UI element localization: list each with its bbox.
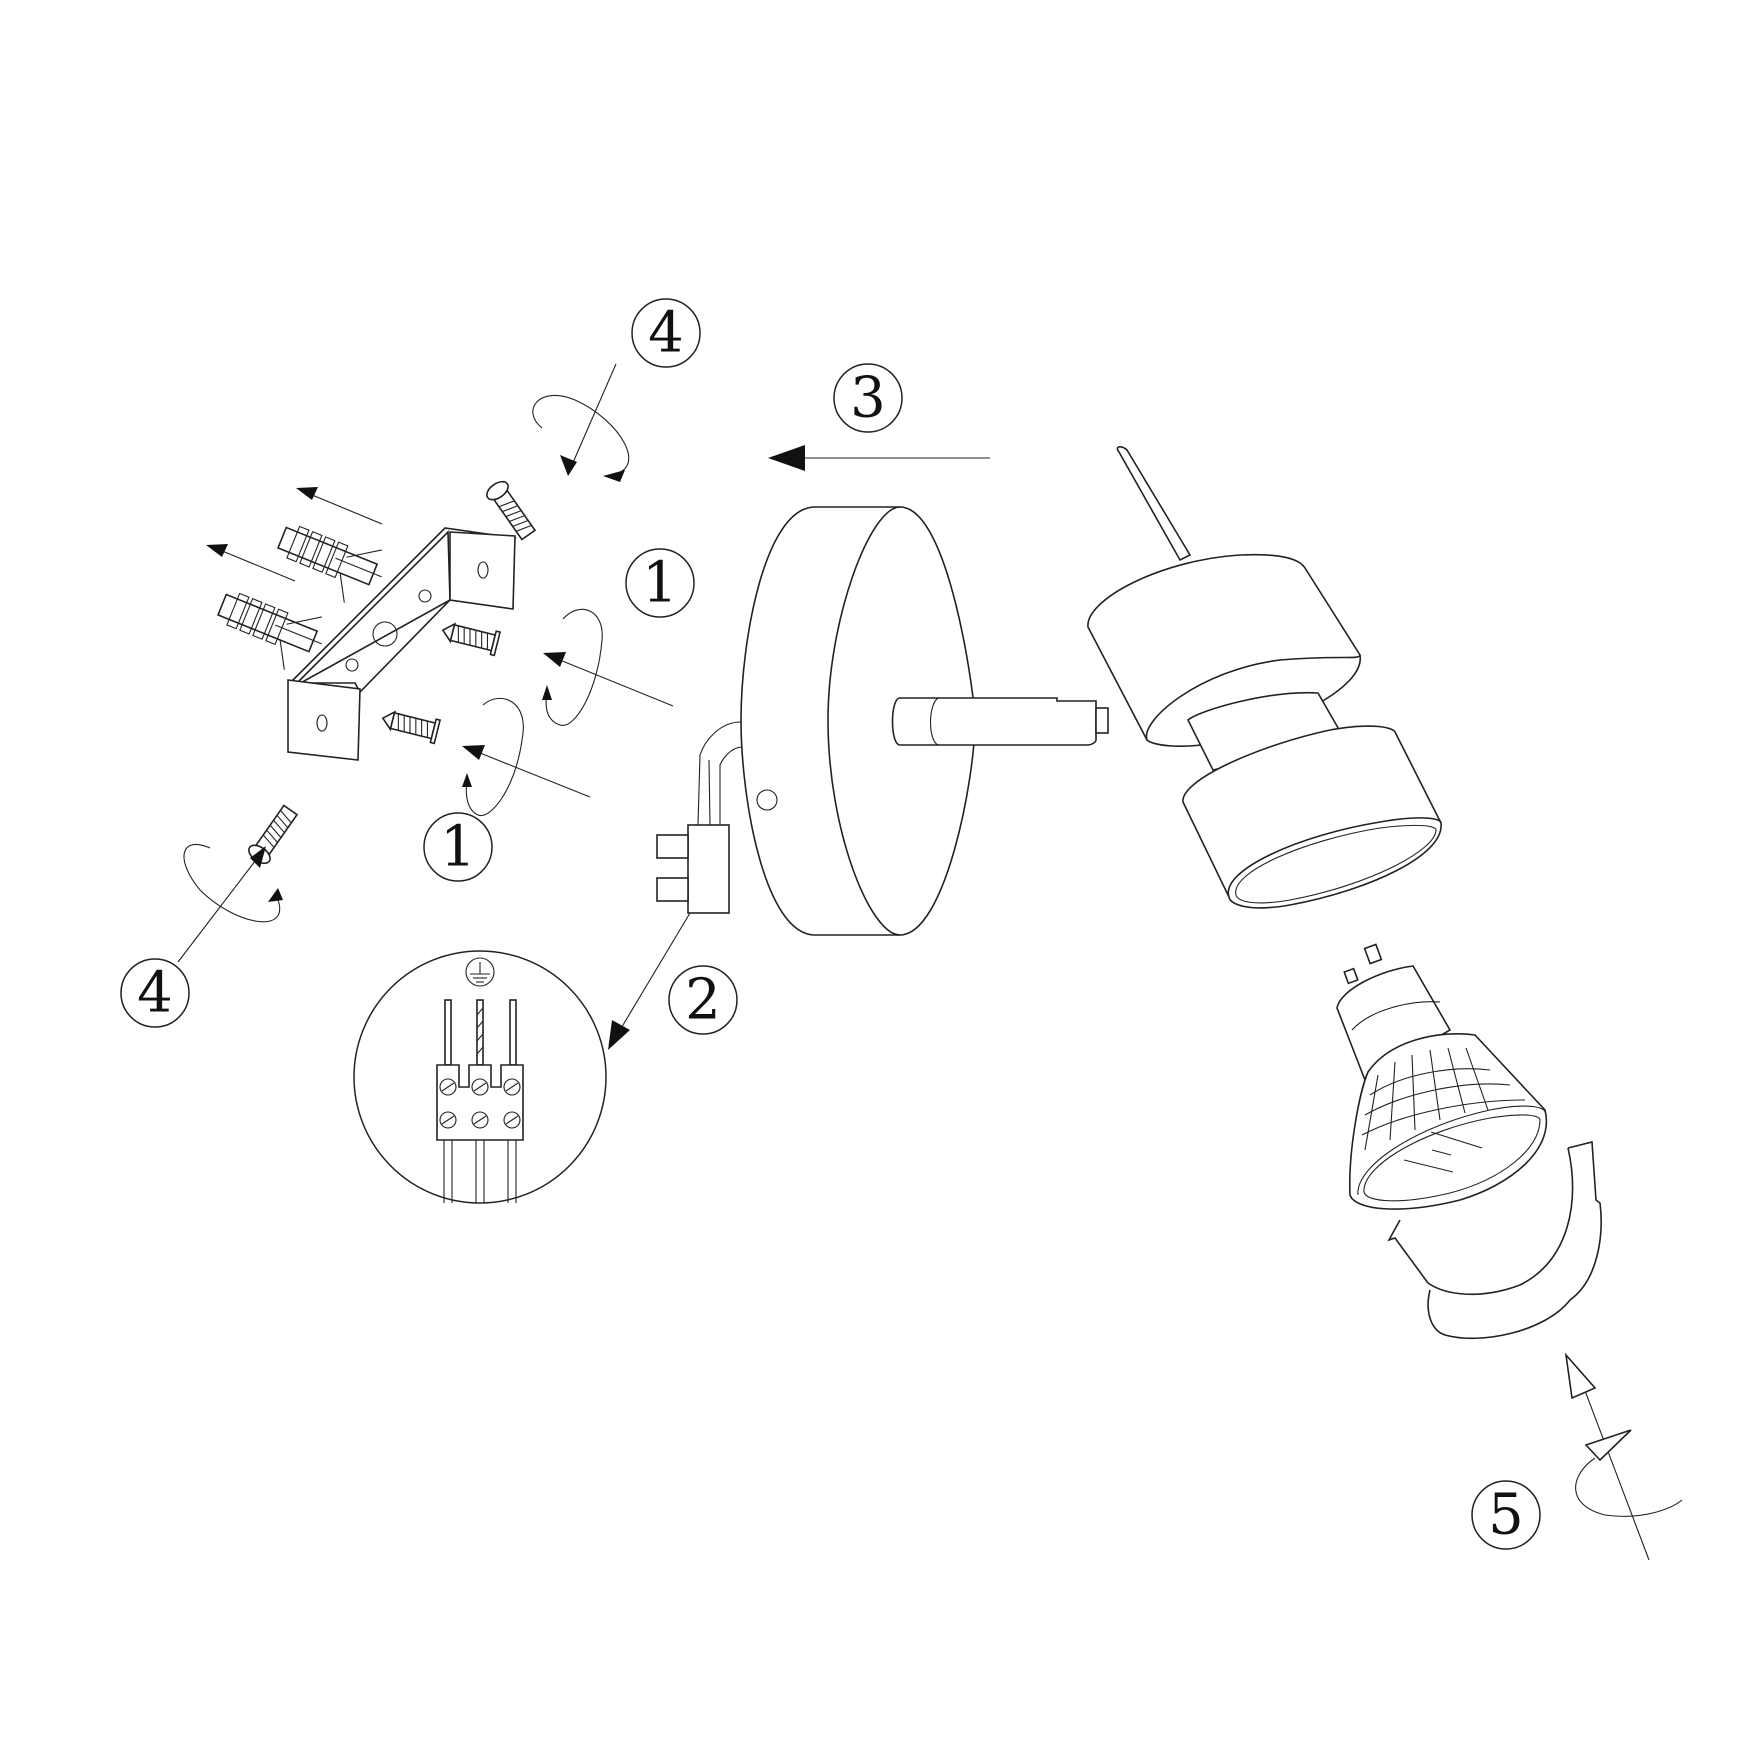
- arrow-head-icon: [250, 846, 266, 868]
- rotation-arrow-icon: [183, 843, 281, 923]
- callout-step-4-bottom: 4: [120, 958, 190, 1028]
- svg-text:1: 1: [440, 815, 476, 880]
- rotation-arrow-icon: [465, 697, 524, 817]
- callout-step-4-top: 4: [631, 298, 701, 368]
- wall-plug-upper: [276, 525, 382, 603]
- svg-text:2: 2: [685, 968, 721, 1033]
- wood-screw-upper: [441, 622, 502, 657]
- wall-base-plate: [740, 506, 976, 936]
- callout-step-1-lower: 1: [423, 812, 493, 882]
- arrow-up-icon: [1564, 1352, 1597, 1400]
- arrow-head-icon: [206, 544, 228, 557]
- bulb-retaining-cover: [1387, 1140, 1602, 1340]
- callout-step-3: 3: [833, 363, 903, 433]
- arrow-left-icon: [768, 445, 805, 471]
- gu10-bulb: [1336, 943, 1548, 1210]
- earth-ground-icon: [465, 957, 495, 987]
- cable-connector: [656, 721, 742, 914]
- callout-step-1-upper: 1: [625, 548, 695, 618]
- svg-text:4: 4: [137, 961, 173, 1026]
- callout-step-5: 5: [1471, 1480, 1541, 1550]
- machine-screw-top: [486, 480, 537, 541]
- svg-text:3: 3: [850, 366, 886, 431]
- arrow-head-icon: [560, 455, 577, 476]
- arrow-head-icon: [608, 1020, 630, 1050]
- rotation-arrow-icon: [532, 394, 630, 476]
- arrow-rotate-icon: [1584, 1429, 1632, 1462]
- arrow-head-icon: [543, 652, 566, 667]
- arrow-head-icon: [296, 487, 318, 500]
- svg-text:4: 4: [648, 301, 684, 366]
- arrow-head-icon: [462, 745, 485, 760]
- rotation-arrow-icon: [545, 608, 603, 726]
- arm: [891, 697, 1109, 746]
- svg-text:1: 1: [642, 551, 678, 616]
- wall-plug-lower: [216, 592, 322, 670]
- callout-step-2: 2: [668, 965, 738, 1035]
- svg-text:5: 5: [1488, 1483, 1524, 1548]
- wood-screw-lower: [381, 710, 442, 745]
- spot-head: [1087, 446, 1442, 909]
- terminal-detail-inset: [353, 950, 607, 1204]
- mounting-bracket: [287, 527, 517, 761]
